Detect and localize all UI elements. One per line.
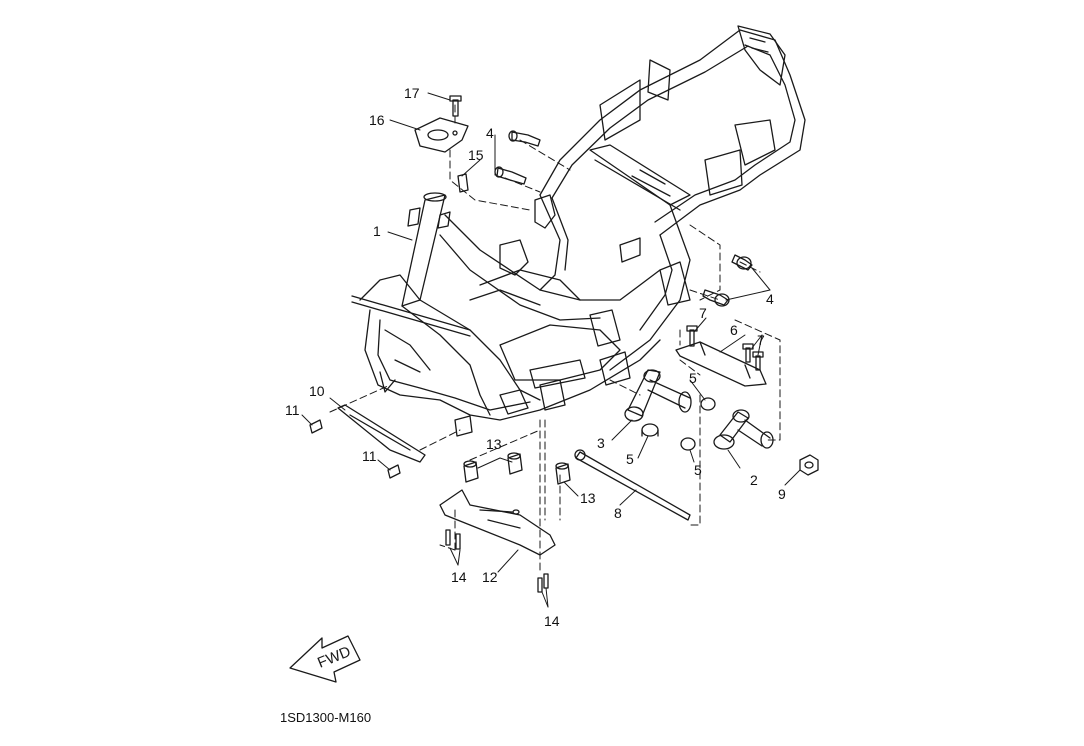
part-3-link <box>624 369 692 422</box>
callout-9: 9 <box>778 486 786 502</box>
part-4-bolts-lower <box>702 254 753 307</box>
callout-leaders <box>301 92 801 608</box>
callout-17: 17 <box>404 85 420 101</box>
callout-1: 1 <box>373 223 381 239</box>
callout-5-right: 5 <box>694 462 702 478</box>
diagram-code: 1SD1300-M160 <box>280 710 372 725</box>
callout-13-right: 13 <box>580 490 596 506</box>
part-2-link <box>713 409 774 450</box>
part-11-screws <box>309 419 401 479</box>
callout-15: 15 <box>468 147 484 163</box>
callout-5-mid: 5 <box>626 451 634 467</box>
part-15-clip <box>457 173 469 193</box>
main-frame <box>351 25 806 437</box>
callout-7-right: 7 <box>757 332 765 348</box>
callout-13-left: 13 <box>486 436 502 452</box>
fwd-arrow: FWD <box>289 635 361 683</box>
part-10-plate <box>337 404 426 463</box>
callout-5-top: 5 <box>689 370 697 386</box>
callout-4-lower: 4 <box>766 291 774 307</box>
part-6-bracket <box>675 341 767 387</box>
part-9-nut <box>799 454 819 476</box>
callout-8: 8 <box>614 505 622 521</box>
part-17-bolt <box>449 95 462 117</box>
callout-11-left: 11 <box>285 402 300 418</box>
callout-7-left: 7 <box>699 305 707 321</box>
callout-12: 12 <box>482 569 498 585</box>
part-7-bolts <box>686 325 764 371</box>
leader-lines <box>329 104 781 571</box>
callout-2: 2 <box>750 472 758 488</box>
part-16-bracket <box>414 117 469 153</box>
callout-4-upper: 4 <box>486 125 494 141</box>
callout-3: 3 <box>597 435 605 451</box>
callout-14-right: 14 <box>544 613 560 629</box>
callout-14-left: 14 <box>451 569 467 585</box>
callout-16: 16 <box>369 112 385 128</box>
callout-11-lower: 11 <box>362 448 377 464</box>
part-4-bolts-upper <box>494 130 541 185</box>
part-13-dampers <box>463 452 571 485</box>
part-5-bushings <box>641 397 716 451</box>
part-8-long-bolt <box>574 449 691 521</box>
callout-10: 10 <box>309 383 325 399</box>
part-12-bracket <box>439 489 556 556</box>
callout-6: 6 <box>730 322 738 338</box>
